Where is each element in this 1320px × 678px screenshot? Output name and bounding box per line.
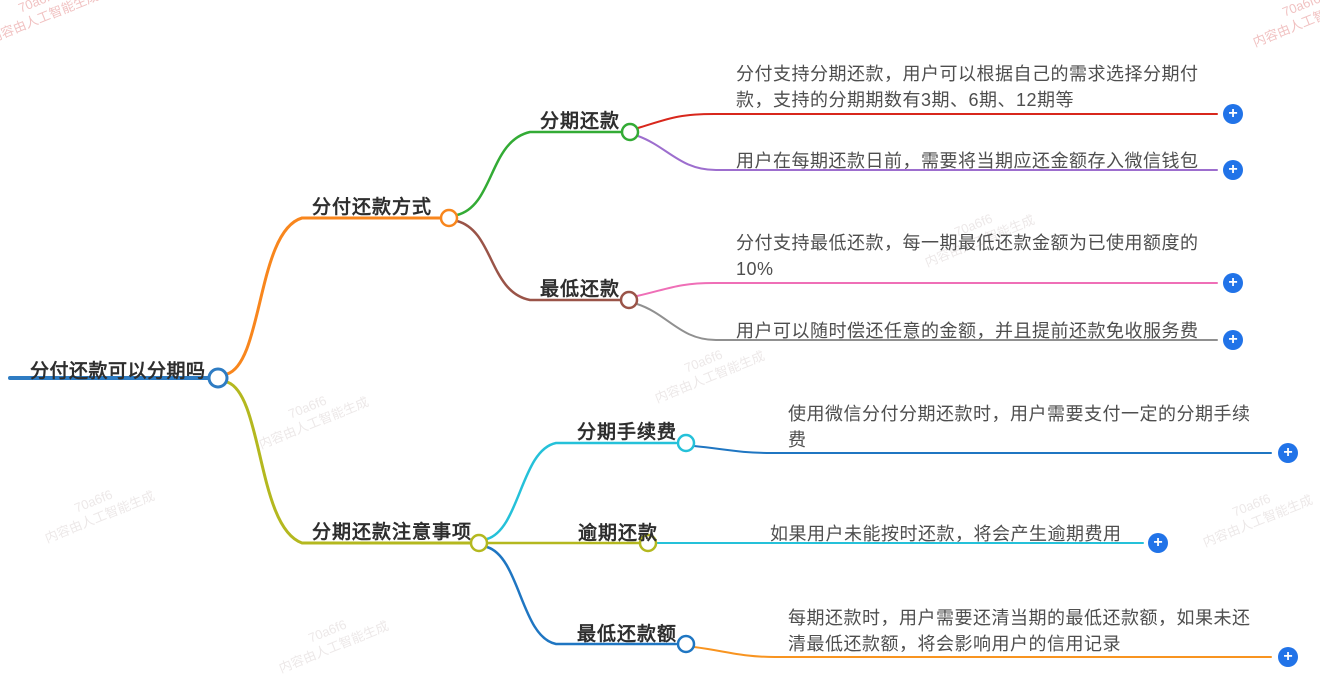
- leaf-overdue-fee-text[interactable]: 如果用户未能按时还款，将会产生逾期费用: [770, 524, 1122, 544]
- plus-icon: +: [1153, 534, 1163, 551]
- repay-methods-node-handle[interactable]: [439, 208, 459, 228]
- add-node-button[interactable]: +: [1223, 330, 1243, 350]
- add-node-button[interactable]: +: [1223, 160, 1243, 180]
- edge-installment-repay: [455, 130, 624, 217]
- overdue-node-handle[interactable]: [638, 533, 658, 553]
- leaf-deposit-wallet-text[interactable]: 用户在每期还款日前，需要将当期应还金额存入微信钱包: [736, 151, 1199, 171]
- node-minimum-repay-label[interactable]: 最低还款: [540, 279, 621, 300]
- add-node-button[interactable]: +: [1148, 533, 1168, 553]
- service-fee-node-handle[interactable]: [676, 433, 696, 453]
- plus-icon: +: [1283, 444, 1293, 461]
- installment-repay-node-handle[interactable]: [620, 122, 640, 142]
- plus-icon: +: [1228, 105, 1238, 122]
- node-overdue-label[interactable]: 逾期还款: [578, 523, 659, 544]
- root-node-handle[interactable]: [207, 367, 229, 389]
- node-service-fee-label[interactable]: 分期手续费: [577, 422, 678, 443]
- edge-leaf-deposit-wallet: [637, 135, 1218, 171]
- edge-minimum-amount: [485, 545, 678, 646]
- leaf-credit-record-text[interactable]: 每期还款时，用户需要还清当期的最低还款额，如果未还清最低还款额，将会影响用户的信…: [788, 608, 1251, 654]
- notes-node-handle[interactable]: [469, 533, 489, 553]
- plus-icon: +: [1228, 274, 1238, 291]
- edge-leaf-early-repay: [636, 303, 1218, 341]
- leaf-service-fee-text[interactable]: 使用微信分付分期还款时，用户需要支付一定的分期手续费: [788, 404, 1251, 450]
- leaf-early-repay-text[interactable]: 用户可以随时偿还任意的金额，并且提前还款免收服务费: [736, 321, 1199, 341]
- branch-repay-methods-label[interactable]: 分付还款方式: [312, 197, 433, 218]
- node-minimum-amount-label[interactable]: 最低还款额: [577, 624, 678, 645]
- edge-branch-repay-methods: [225, 216, 443, 376]
- branch-notes-label[interactable]: 分期还款注意事项: [312, 522, 473, 543]
- edge-leaf-minimum-10pct: [636, 282, 1218, 297]
- add-node-button[interactable]: +: [1278, 647, 1298, 667]
- add-node-button[interactable]: +: [1223, 104, 1243, 124]
- minimum-repay-node-handle[interactable]: [619, 290, 639, 310]
- leaf-installment-support-text[interactable]: 分付支持分期还款，用户可以根据自己的需求选择分期付款，支持的分期期数有3期、6期…: [736, 64, 1199, 110]
- plus-icon: +: [1228, 161, 1238, 178]
- edge-leaf-installment-support: [637, 113, 1218, 129]
- minimum-amount-node-handle[interactable]: [676, 634, 696, 654]
- plus-icon: +: [1228, 331, 1238, 348]
- add-node-button[interactable]: +: [1223, 273, 1243, 293]
- edge-service-fee: [485, 441, 678, 541]
- leaf-minimum-10pct-text[interactable]: 分付支持最低还款，每一期最低还款金额为已使用额度的10%: [736, 233, 1199, 279]
- edge-branch-notes: [225, 380, 472, 545]
- edge-leaf-credit-record: [693, 646, 1272, 658]
- add-node-button[interactable]: +: [1278, 443, 1298, 463]
- root-node-label[interactable]: 分付还款可以分期吗: [30, 361, 206, 382]
- node-installment-repay-label[interactable]: 分期还款: [540, 111, 621, 132]
- plus-icon: +: [1283, 648, 1293, 665]
- edge-leaf-service-fee: [693, 445, 1272, 454]
- edge-minimum-repay: [455, 219, 623, 302]
